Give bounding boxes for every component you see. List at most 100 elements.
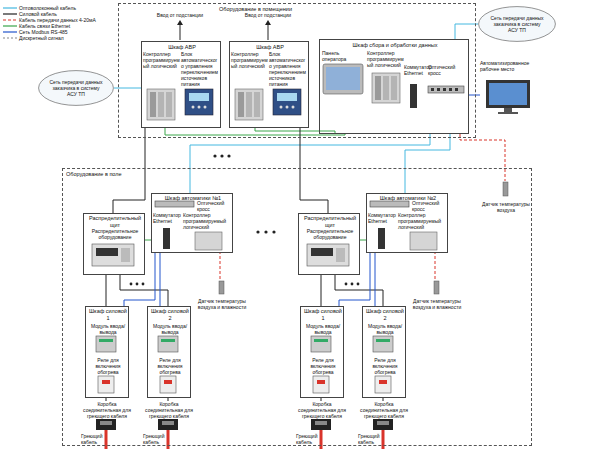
device-node: Коробка соединительная для греющего кабе…: [143, 401, 195, 447]
cable-line: [469, 95, 480, 96]
patch-panel-symbol: [428, 86, 464, 93]
device-caption: Панель оператора: [322, 50, 364, 62]
cable-line: [321, 398, 322, 401]
switchgear-breaker: [121, 248, 130, 262]
node-text: Модуль ввода/вывода: [87, 323, 129, 335]
device-caption: Коммутатор Ethernet: [153, 212, 181, 224]
ats-screen: [189, 93, 209, 101]
cabinet-box: Распределительный щитРаспределительное о…: [83, 213, 145, 275]
relay-mark: [102, 380, 110, 384]
node-text: Распределительное оборудование: [301, 228, 359, 240]
monitor-base: [498, 112, 518, 114]
node-text: Модуль ввода/вывода: [149, 323, 191, 335]
cable-line: [124, 253, 155, 306]
air-sensor-symbol: [503, 182, 508, 196]
switch-symbol: [410, 84, 417, 108]
node-text: Реле для включения обогрева: [302, 357, 344, 375]
node-text: Реле для включения обогрева: [87, 357, 129, 375]
io-module-symbol: [96, 336, 116, 352]
workstation-symbol: [486, 80, 530, 114]
port: [449, 88, 452, 91]
node-title: Распределительный щит: [301, 215, 359, 228]
device-node: Коробка соединительная для греющего кабе…: [296, 401, 348, 447]
node-title: Коробка соединительная для греющего кабе…: [143, 401, 195, 419]
monitor-screen: [489, 83, 527, 105]
device-node: Датчик температуры воздуха: [481, 181, 531, 223]
dot: [227, 154, 230, 157]
arrow-head: [265, 20, 271, 25]
plc-module: [158, 92, 164, 117]
device-caption: Коммутатор Ethernet: [368, 212, 396, 224]
cable-line: [168, 398, 169, 401]
port: [437, 88, 440, 91]
relay-symbol: [98, 376, 114, 393]
area-frame: Оборудование в полеДатчик температуры во…: [62, 168, 532, 446]
cable-line: [106, 275, 107, 306]
legend-text: Дискретный сигнал: [19, 35, 119, 41]
cabinet-box: Шкаф силовой 1 Модуль ввода/выводаРеле дл…: [85, 306, 129, 398]
node-title: Коробка соединительная для греющего кабе…: [296, 401, 348, 419]
port: [455, 88, 458, 91]
node-title: Шкаф сбора и обработки данных: [322, 42, 468, 49]
node-title: Датчик температуры воздуха и влажности: [197, 298, 247, 310]
legend-line: [3, 13, 17, 14]
cable-line: [300, 128, 328, 213]
node-title: Автоматизированное рабочее место: [480, 60, 540, 72]
cable-line: [435, 253, 436, 279]
node-text: Реле для включения обогрева: [364, 357, 406, 375]
legend-text: Силовой кабель: [19, 11, 119, 17]
ats-unit-symbol: [185, 89, 213, 115]
legend-text: Оптоволоконный кабель: [19, 5, 119, 11]
plc-symbol: [147, 89, 175, 120]
legend-text: Кабель связи Ethernet: [19, 23, 119, 29]
device-caption: Оптический кросс: [197, 200, 231, 212]
legend-line: [3, 31, 17, 32]
node-text: Греющий кабель: [143, 433, 165, 445]
cable-line: [113, 128, 145, 213]
cable-line: [321, 275, 322, 306]
dot: [213, 154, 216, 157]
legend-text: Кабель передачи данных 4-20мА: [19, 17, 119, 23]
cable-line: [190, 134, 430, 193]
network-cloud: Сеть передачи данных заказчика в систему…: [38, 70, 114, 106]
node-title: Шкаф АВР: [232, 44, 308, 51]
cable-line: [405, 134, 450, 193]
node-title: Шкаф силовой 2: [364, 308, 406, 321]
device-caption: Контроллер программируемый логический: [398, 212, 444, 230]
node-title: Датчик температуры воздуха: [481, 201, 531, 213]
node-title: Сеть передачи данных заказчика в систему…: [48, 79, 104, 97]
ats-button: [204, 106, 207, 109]
node-text: Модуль ввода/вывода: [302, 323, 344, 335]
switch-symbol: [163, 228, 170, 249]
cable-line: [165, 128, 345, 135]
node-title: Коробка соединительная для греющего кабе…: [81, 401, 133, 419]
node-title: Оборудование в помещении: [219, 6, 379, 13]
node-text: Греющий кабель: [81, 433, 103, 445]
patch-panel-symbol: [155, 201, 194, 207]
legend-samples: [3, 8, 17, 38]
node-title: Шкаф силовой 1: [87, 308, 129, 321]
cable-line: [460, 134, 505, 181]
arrow-head: [177, 20, 183, 25]
cloud-shape: [479, 7, 556, 42]
plc-symbol: [372, 73, 400, 103]
operator-panel-symbol: [323, 64, 363, 94]
cable-line: [335, 275, 383, 306]
device-caption: Контроллер программируемый логический: [367, 50, 405, 68]
plc-module: [166, 92, 172, 117]
device-node: Датчик температуры воздуха и влажности: [412, 279, 462, 321]
cable-line: [383, 398, 384, 401]
cabinet-box: Шкаф силовой 2Модуль ввода/выводаРеле дл…: [362, 306, 406, 398]
device-caption: Оптический кросс: [428, 64, 466, 76]
cable-line: [160, 253, 161, 306]
device-node: Датчик температуры воздуха и влажности: [197, 279, 247, 321]
node-title: Коробка соединительная для греющего кабе…: [358, 401, 410, 419]
sensor-probe: [503, 182, 508, 196]
device-caption: Ввод от подстанции: [150, 12, 210, 18]
dot: [264, 230, 267, 233]
dot: [256, 230, 259, 233]
legend-line: [3, 37, 17, 38]
junction-box-lid: [100, 421, 112, 425]
node-title: Распределительный щит: [86, 215, 144, 228]
